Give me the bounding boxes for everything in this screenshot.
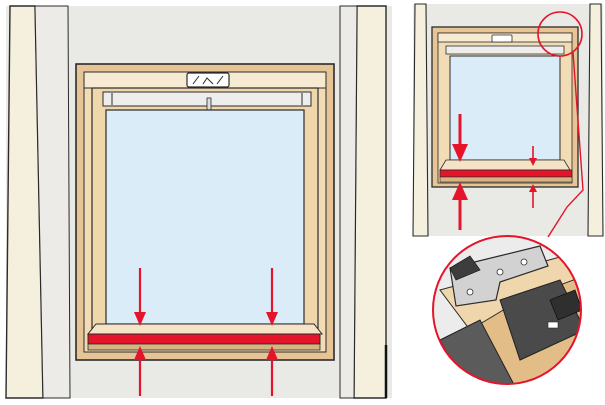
window-sill <box>86 323 324 335</box>
small-bottom-strip <box>439 176 573 183</box>
red-bottom-seal <box>87 333 321 345</box>
small-sill <box>439 159 571 171</box>
arrow-down-icon <box>529 146 537 166</box>
small-red-seal <box>439 169 573 178</box>
main-window-panel <box>5 5 392 399</box>
small-window-panel <box>412 3 604 238</box>
handle-icon[interactable] <box>186 72 230 88</box>
zoom-frame-top <box>439 245 581 331</box>
detail-zoom-panel <box>418 235 604 394</box>
small-right-lining <box>587 3 604 237</box>
arrow-up-icon <box>134 346 146 396</box>
arrow-up-icon <box>529 184 537 208</box>
right-reveal <box>339 5 358 399</box>
handle-icon <box>491 34 513 43</box>
right-lining <box>353 5 387 399</box>
left-reveal <box>34 5 71 399</box>
arrow-down-icon <box>452 114 468 162</box>
small-window-glass <box>449 55 561 161</box>
leader-line <box>547 51 584 238</box>
window-glass <box>105 109 305 325</box>
arrow-down-icon <box>134 268 146 326</box>
zoom-circle-outline <box>432 235 582 385</box>
arrow-up-icon <box>266 346 278 396</box>
magnifier-circle-icon <box>537 11 583 57</box>
arrow-up-icon <box>452 182 468 230</box>
small-blind-rail <box>445 45 565 55</box>
bottom-frame-strip <box>87 343 321 351</box>
small-left-lining <box>412 3 429 237</box>
arrow-down-icon <box>266 268 278 326</box>
